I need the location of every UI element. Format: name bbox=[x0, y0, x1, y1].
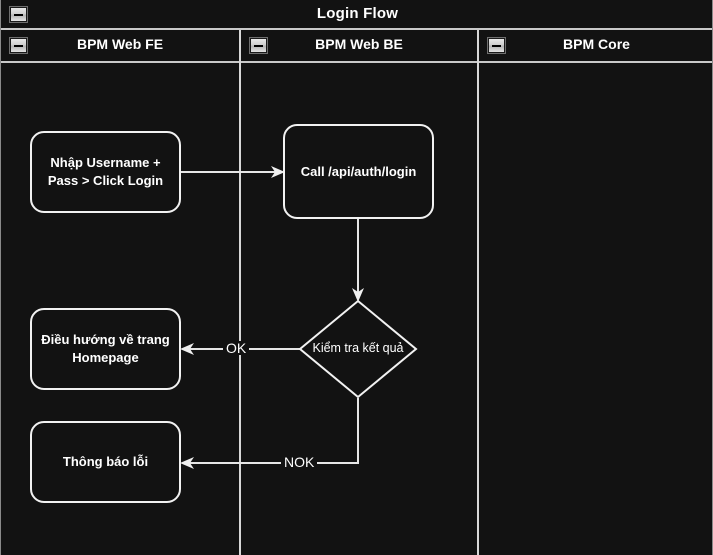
edge-label-nok: NOK bbox=[281, 455, 318, 469]
lane-divider-fe-be bbox=[239, 30, 241, 555]
task-node-redirect-homepage-label: Điều hướng về trang Homepage bbox=[41, 332, 170, 365]
task-node-error-message[interactable]: Thông báo lỗi bbox=[30, 421, 181, 503]
task-node-login[interactable]: Nhập Username + Pass > Click Login bbox=[30, 131, 181, 213]
lane-header-be[interactable]: BPM Web BE bbox=[241, 30, 477, 61]
decision-node-check-result[interactable]: Kiểm tra kết quả bbox=[298, 299, 418, 399]
edge-line-nok-to-error bbox=[183, 462, 359, 464]
lane-header-row: BPM Web FE BPM Web BE BPM Core bbox=[1, 30, 712, 63]
pool-collapse-icon[interactable] bbox=[10, 7, 27, 22]
edge-label-ok: OK bbox=[223, 341, 250, 355]
lane-divider-be-core bbox=[477, 30, 479, 555]
task-node-call-api-label: Call /api/auth/login bbox=[300, 163, 417, 179]
pool-title-label: Login Flow bbox=[316, 5, 399, 22]
decision-diamond-shape bbox=[298, 299, 418, 399]
task-node-error-message-label: Thông báo lỗi bbox=[62, 454, 149, 470]
lane-be-label: BPM Web BE bbox=[315, 36, 403, 52]
task-node-login-label: Nhập Username + Pass > Click Login bbox=[47, 155, 164, 188]
lane-header-fe[interactable]: BPM Web FE bbox=[1, 30, 239, 61]
task-node-redirect-homepage[interactable]: Điều hướng về trang Homepage bbox=[30, 308, 181, 390]
pool-title-bar: Login Flow bbox=[1, 0, 712, 30]
lane-be-collapse-icon[interactable] bbox=[250, 38, 267, 53]
lane-fe-collapse-icon[interactable] bbox=[10, 38, 27, 53]
lane-header-core[interactable]: BPM Core bbox=[479, 30, 712, 61]
task-node-call-api[interactable]: Call /api/auth/login bbox=[283, 124, 434, 219]
lane-core-label: BPM Core bbox=[563, 36, 630, 52]
lane-core-collapse-icon[interactable] bbox=[488, 38, 505, 53]
lane-fe-label: BPM Web FE bbox=[76, 36, 164, 52]
edge-line-decision-down-nok bbox=[357, 398, 359, 464]
decision-node-check-result-label: Kiểm tra kết quả bbox=[312, 341, 404, 355]
edge-line-api-to-decision bbox=[357, 218, 359, 298]
edge-line-login-to-api bbox=[181, 171, 281, 173]
